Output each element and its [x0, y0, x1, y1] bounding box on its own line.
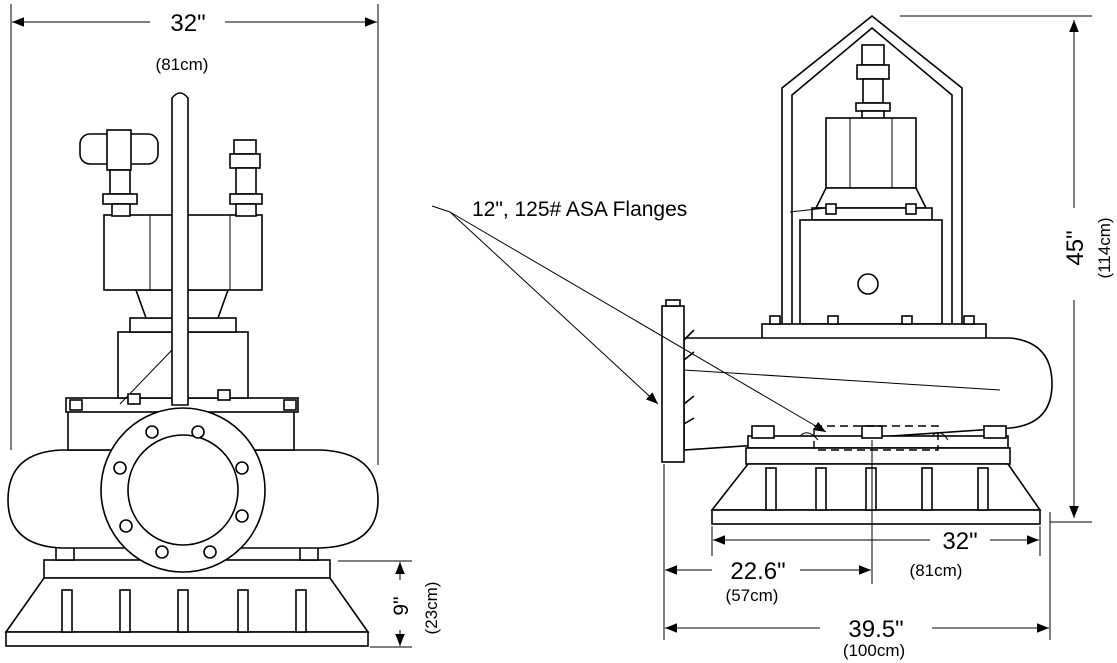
base-height-metric-label: (23cm)	[422, 582, 441, 635]
front-width-metric-label: (81cm)	[156, 55, 209, 74]
side-view: 45" (114cm)	[431, 14, 1114, 660]
side-base-frame	[710, 425, 1042, 525]
flange-to-center-label: 22.6"	[730, 558, 785, 585]
front-view: 32" (81cm)	[4, 4, 441, 648]
flange-callout-leaders	[431, 205, 827, 433]
overall-length-label: 39.5"	[848, 616, 903, 643]
flange-callout-text: 12", 125# ASA Flanges	[472, 198, 687, 221]
front-base-frame	[4, 545, 370, 647]
base-width-label: 32"	[942, 528, 977, 555]
front-discharge-flange	[100, 407, 266, 573]
overall-height-label: 45"	[1062, 230, 1089, 265]
front-lift-handle	[171, 92, 189, 406]
side-top-fitting	[855, 44, 891, 120]
front-left-fitting	[79, 129, 159, 217]
overall-height-metric-label: (114cm)	[1095, 217, 1114, 278]
base-width-metric-label: (81cm)	[910, 561, 963, 580]
side-discharge-pipe	[661, 299, 1053, 463]
side-motor	[789, 117, 943, 325]
flange-to-center-metric-label: (57cm)	[726, 586, 779, 605]
front-bolts	[69, 389, 297, 411]
front-right-fitting	[229, 139, 263, 217]
overall-length-metric-label: (100cm)	[843, 641, 905, 660]
base-height-label: 9"	[390, 596, 413, 615]
side-horizontal-dimensions	[663, 440, 1051, 640]
side-guard-frame	[781, 14, 963, 325]
front-width-label: 32"	[170, 10, 205, 37]
